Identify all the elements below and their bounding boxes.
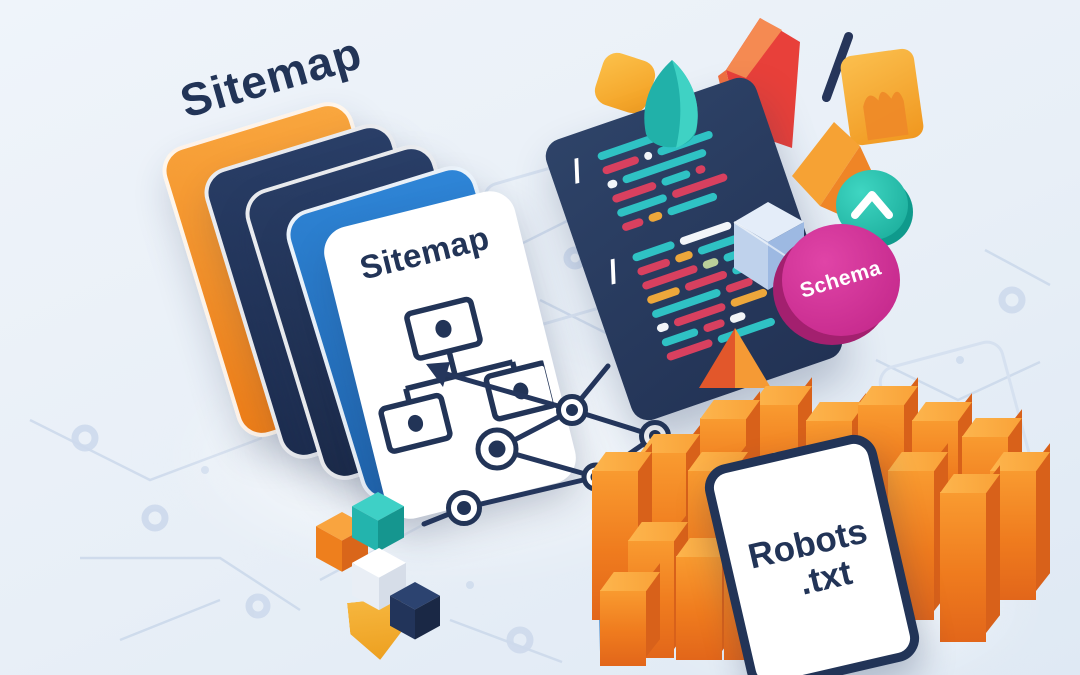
pillar-top-face [700,400,760,419]
code-token [728,311,747,324]
cube-face [316,526,342,572]
cube-face [352,506,378,552]
badge-card-icon [839,47,925,147]
schema-badge: Schema [773,224,908,346]
sitemap-flowchart-icon [378,296,566,454]
orange-pillar-icon [676,529,736,660]
chevron-icon [851,191,893,219]
pillar-top-face [858,386,918,405]
pillar-front-face [940,492,986,642]
teal-leaf-icon [644,60,698,148]
pillar-top-face [806,402,866,421]
pillar-front-face [600,590,646,666]
schema-badge-label: Schema [797,256,885,303]
code-token [606,178,619,190]
code-token [655,321,670,334]
pillar-top-face [962,418,1022,437]
pillar-front-face [676,556,722,660]
orange-tetrahedron-icon [699,328,771,388]
code-token [701,256,720,270]
cube-face [378,506,404,552]
cube-white-icon [352,548,406,611]
cube-navy-icon [390,582,440,640]
cube-face [415,595,440,640]
cube-face [352,562,379,611]
code-token [694,164,707,175]
code-token [674,249,694,264]
code-token [660,169,692,187]
pillar-top-face [912,402,972,421]
cube-face [352,492,404,521]
arch-motif-icon [863,91,909,141]
cube-teal-icon [352,492,404,552]
schema-badge-face: Schema [782,224,900,336]
orange-pillar-icon [600,563,660,666]
pillar-top-face [752,386,812,405]
robots-card-line2: .txt [795,552,856,603]
cube-face [390,595,415,640]
pillar-top-face [990,452,1050,471]
code-token [647,210,664,223]
code-token [621,217,645,232]
orange-pillar-icon [940,465,1000,642]
